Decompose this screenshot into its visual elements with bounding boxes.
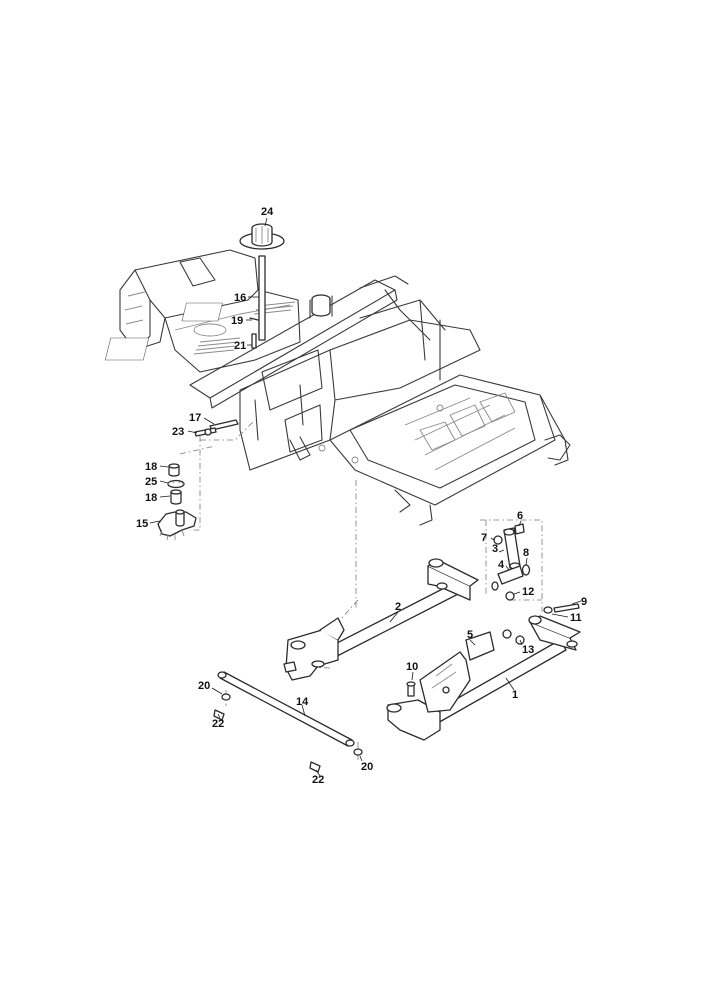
callout-labels: 24 16 19 21 17 23 18 25 18 15 3 6 7 8 4 … <box>136 206 587 786</box>
callout-1: 1 <box>512 689 518 701</box>
callout-22-left: 22 <box>212 718 224 730</box>
callout-5: 5 <box>467 629 473 641</box>
washers-pins <box>213 693 363 773</box>
bushing-18-bottom <box>170 491 182 505</box>
callout-12: 12 <box>522 586 534 598</box>
callout-19: 19 <box>231 315 243 327</box>
washer-20-right <box>353 748 363 756</box>
pin-21 <box>251 333 257 349</box>
oring-8 <box>521 564 531 576</box>
spring-pin-19 <box>249 317 259 321</box>
bushing-18-top <box>168 465 180 477</box>
sleeve-4 <box>497 565 524 585</box>
washer-11 <box>543 606 553 614</box>
nut-12 <box>505 591 515 601</box>
callout-16: 16 <box>234 292 246 304</box>
callout-7: 7 <box>481 532 487 544</box>
lift-arm-2 <box>283 558 479 681</box>
leader-lines <box>149 217 582 777</box>
link-17-23 <box>194 419 239 437</box>
height-adjust-rod <box>258 255 266 341</box>
callout-20-right: 20 <box>361 761 373 773</box>
shaft-assembly <box>239 223 285 349</box>
callout-2: 2 <box>395 601 401 613</box>
callout-24: 24 <box>261 206 274 218</box>
assembly-guide-lines <box>179 419 543 760</box>
callout-18-top: 18 <box>145 461 157 473</box>
callout-23: 23 <box>172 426 184 438</box>
washer-20-left <box>221 693 231 701</box>
callout-22-right: 22 <box>312 774 324 786</box>
callout-20-left: 20 <box>198 680 210 692</box>
callout-10: 10 <box>406 661 418 673</box>
callout-13: 13 <box>522 644 534 656</box>
chassis-frame <box>104 249 571 526</box>
pin-22-left <box>213 709 225 721</box>
gear-25 <box>167 479 185 489</box>
lift-arm-1 <box>386 615 581 741</box>
callout-14: 14 <box>296 696 309 708</box>
callout-8: 8 <box>523 547 529 559</box>
hardware-right <box>491 523 580 614</box>
link-bar-14 <box>217 671 355 747</box>
gear-stack <box>157 463 197 541</box>
pin-6 <box>514 523 525 535</box>
bolt-9 <box>553 603 580 613</box>
bracket-5 <box>419 651 471 713</box>
callout-17: 17 <box>189 412 201 424</box>
callout-25: 25 <box>145 476 157 488</box>
callout-15: 15 <box>136 518 148 530</box>
callout-4: 4 <box>498 559 505 571</box>
callout-18-bottom: 18 <box>145 492 157 504</box>
callout-11: 11 <box>570 612 582 624</box>
callout-3: 3 <box>492 543 498 555</box>
callout-21: 21 <box>234 340 246 352</box>
callout-9: 9 <box>581 596 587 608</box>
callout-6: 6 <box>517 510 523 522</box>
pin-22-right <box>309 761 321 773</box>
